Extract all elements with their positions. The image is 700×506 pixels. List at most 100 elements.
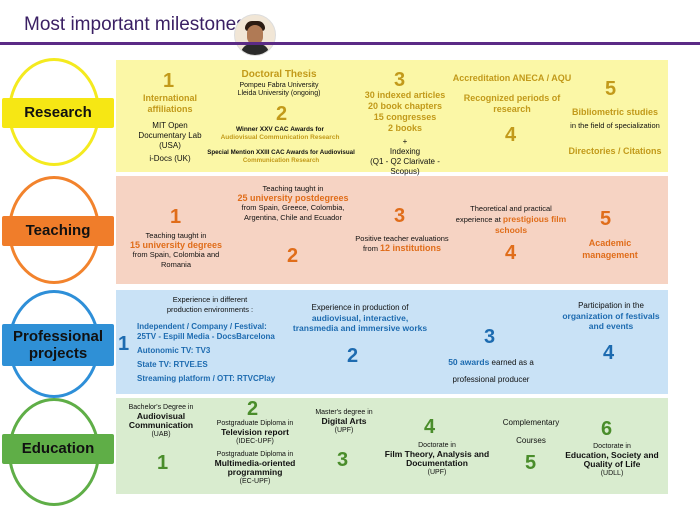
research-idocs: i-Docs (UK)	[149, 154, 191, 163]
education-postgrad-tv-b: Television report	[221, 427, 289, 437]
education-number-1: 1	[157, 452, 169, 474]
professional-band	[116, 290, 668, 394]
teaching-degrees-b: 15 university degrees	[129, 239, 223, 250]
education-doctorate-edu-a: Doctorate in	[593, 443, 631, 450]
education-master-c: (UPF)	[334, 427, 354, 434]
professional-number-1: 1	[118, 333, 130, 355]
teaching-film-d: schools	[494, 225, 528, 235]
education-doctorate-edu-c: Quality of Life	[583, 459, 641, 469]
professional-label-line1: Professional	[12, 328, 104, 345]
teaching-film-b: experience at	[455, 215, 501, 224]
research-articles-4: 2 books	[387, 123, 422, 133]
professional-number-4: 4	[603, 342, 615, 364]
research-thesis-sm-2: Communication Research	[242, 157, 320, 164]
education-number-4: 4	[424, 416, 436, 438]
research-band	[116, 60, 668, 172]
education-postgrad-mm-a: Postgraduate Diploma in	[216, 451, 294, 458]
education-complementary-a: Complementary	[502, 418, 560, 427]
professional-number-2: 2	[347, 345, 359, 367]
professional-works: Experience in production of audiovisual,…	[290, 303, 430, 333]
professional-env-b: production environments :	[166, 304, 254, 314]
education-complementary-b: Courses	[516, 436, 546, 445]
research-mit-1: MIT Open	[152, 121, 188, 130]
professional-awards-c: professional producer	[452, 375, 530, 384]
teaching-number-1: 1	[170, 206, 182, 228]
professional-environments-list: Independent / Company / Festival: 25TV -…	[137, 322, 307, 384]
research-number-1: 1	[163, 70, 175, 92]
research-indexing-q: (Q1 - Q2 Clarivate - Scopus)	[370, 157, 440, 176]
research-intl-title: International affiliations	[134, 93, 206, 115]
teaching-management-a: Academic	[588, 238, 632, 248]
education-number-6: 6	[601, 418, 613, 440]
education-doctorate-film-a: Doctorate in	[418, 442, 456, 449]
research-thesis-sm-1: Special Mention XXIII CAC Awards for Aud…	[207, 149, 355, 156]
professional-festivals-a: Participation in the	[578, 301, 644, 310]
research-thesis-winner: Winner XXV CAC Awards for Audiovisual Co…	[210, 126, 350, 142]
education-number-5: 5	[525, 452, 537, 474]
professional-env-d: 25TV - Espill Media - DocsBarcelona	[137, 332, 275, 341]
education-postgrad-mm-d: (EC-UPF)	[239, 478, 271, 485]
teaching-postdegrees-c: from Spain, Greece, Colombia,	[241, 203, 345, 212]
research-articles-3: 15 congresses	[373, 112, 437, 122]
research-thesis-title: Doctoral Thesis	[241, 69, 317, 80]
professional-festivals-b: organization of festivals	[562, 311, 660, 321]
research-thesis-special: Special Mention XXIII CAC Awards for Aud…	[206, 149, 356, 165]
research-intl-title-1: International	[142, 93, 197, 103]
research-number-3: 3	[394, 69, 406, 91]
teaching-academic-management: Academic management	[572, 237, 648, 261]
professional-works-a: Experience in production of	[311, 303, 409, 312]
professional-awards: 50 awards earned as a professional produ…	[436, 357, 546, 385]
education-postgrad-tv-c: (IDEC-UPF)	[236, 438, 274, 445]
professional-env-a: Experience in different	[172, 295, 248, 304]
teaching-postdegrees-d: Argentina, Chile and Ecuador	[244, 212, 342, 222]
professional-awards-a: 50 awards	[448, 357, 490, 367]
research-directories: Directories / Citations	[568, 146, 662, 156]
research-thesis-universities: Pompeu Fabra University Lleida Universit…	[224, 82, 334, 98]
teaching-degrees-a: Teaching taught in	[145, 231, 207, 240]
research-recognized-1: Recognized periods of	[463, 93, 561, 103]
professional-label: Professional projects	[2, 324, 114, 366]
education-complementary: Complementary Courses	[494, 418, 568, 446]
education-number-2: 2	[247, 398, 259, 420]
teaching-number-4: 4	[505, 242, 517, 264]
research-number-4: 4	[505, 124, 517, 146]
avatar-face	[247, 25, 263, 45]
education-postgrad-multimedia: Postgraduate Diploma in Multimedia-orien…	[200, 450, 310, 486]
professional-env-c: Independent / Company / Festival:	[137, 322, 267, 331]
teaching-postdegrees: Teaching taught in 25 university postdeg…	[226, 184, 360, 222]
research-indexing-plus: +	[402, 137, 408, 146]
research-thesis-win-2: Audiovisual Communication Research	[220, 134, 340, 141]
teaching-band	[116, 176, 668, 284]
professional-number-3: 3	[484, 326, 496, 348]
teaching-film-c: prestigious film	[502, 214, 567, 224]
education-doctorate-edu-d: (UDLL)	[600, 470, 624, 477]
research-articles: 30 indexed articles 20 book chapters 15 …	[356, 90, 454, 134]
education-doctorate-film: Doctorate in Film Theory, Analysis and D…	[378, 441, 496, 477]
research-mit-3: (USA)	[159, 141, 181, 150]
professional-awards-b: earned as a	[491, 358, 534, 367]
teaching-evaluations-b: from	[362, 243, 378, 253]
education-bachelor-a: Bachelor's Degree in	[128, 404, 194, 411]
teaching-evaluations-a: Positive teacher evaluations	[355, 234, 449, 243]
research-biblio-title: Bibliometric studies	[571, 107, 659, 117]
education-doctorate-film-d: (UPF)	[427, 469, 447, 476]
education-doctorate-film-b: Film Theory, Analysis and	[384, 449, 490, 459]
education-doctorate-education: Doctorate in Education, Society and Qual…	[560, 442, 664, 478]
teaching-number-2: 2	[287, 245, 299, 267]
research-indexing: + Indexing (Q1 - Q2 Clarivate - Scopus)	[356, 137, 454, 177]
professional-label-line2: projects	[28, 345, 88, 362]
avatar	[234, 14, 276, 56]
research-indexing-label: Indexing	[389, 147, 421, 156]
research-label: Research	[2, 98, 114, 128]
teaching-postdegrees-a: Teaching taught in	[262, 184, 324, 193]
page-title: Most important milestones	[24, 14, 246, 35]
professional-works-c: transmedia and immersive works	[292, 323, 428, 333]
education-master: Master's degree in Digital Arts (UPF)	[306, 408, 382, 435]
education-bachelor-d: (UAB)	[151, 431, 171, 438]
research-number-5: 5	[605, 78, 617, 100]
teaching-label: Teaching	[2, 216, 114, 246]
professional-works-b: audiovisual, interactive,	[311, 313, 409, 323]
education-doctorate-film-c: Documentation	[406, 458, 468, 468]
education-band	[116, 398, 668, 494]
education-postgrad-mm-b: Multimedia-oriented	[214, 458, 296, 468]
